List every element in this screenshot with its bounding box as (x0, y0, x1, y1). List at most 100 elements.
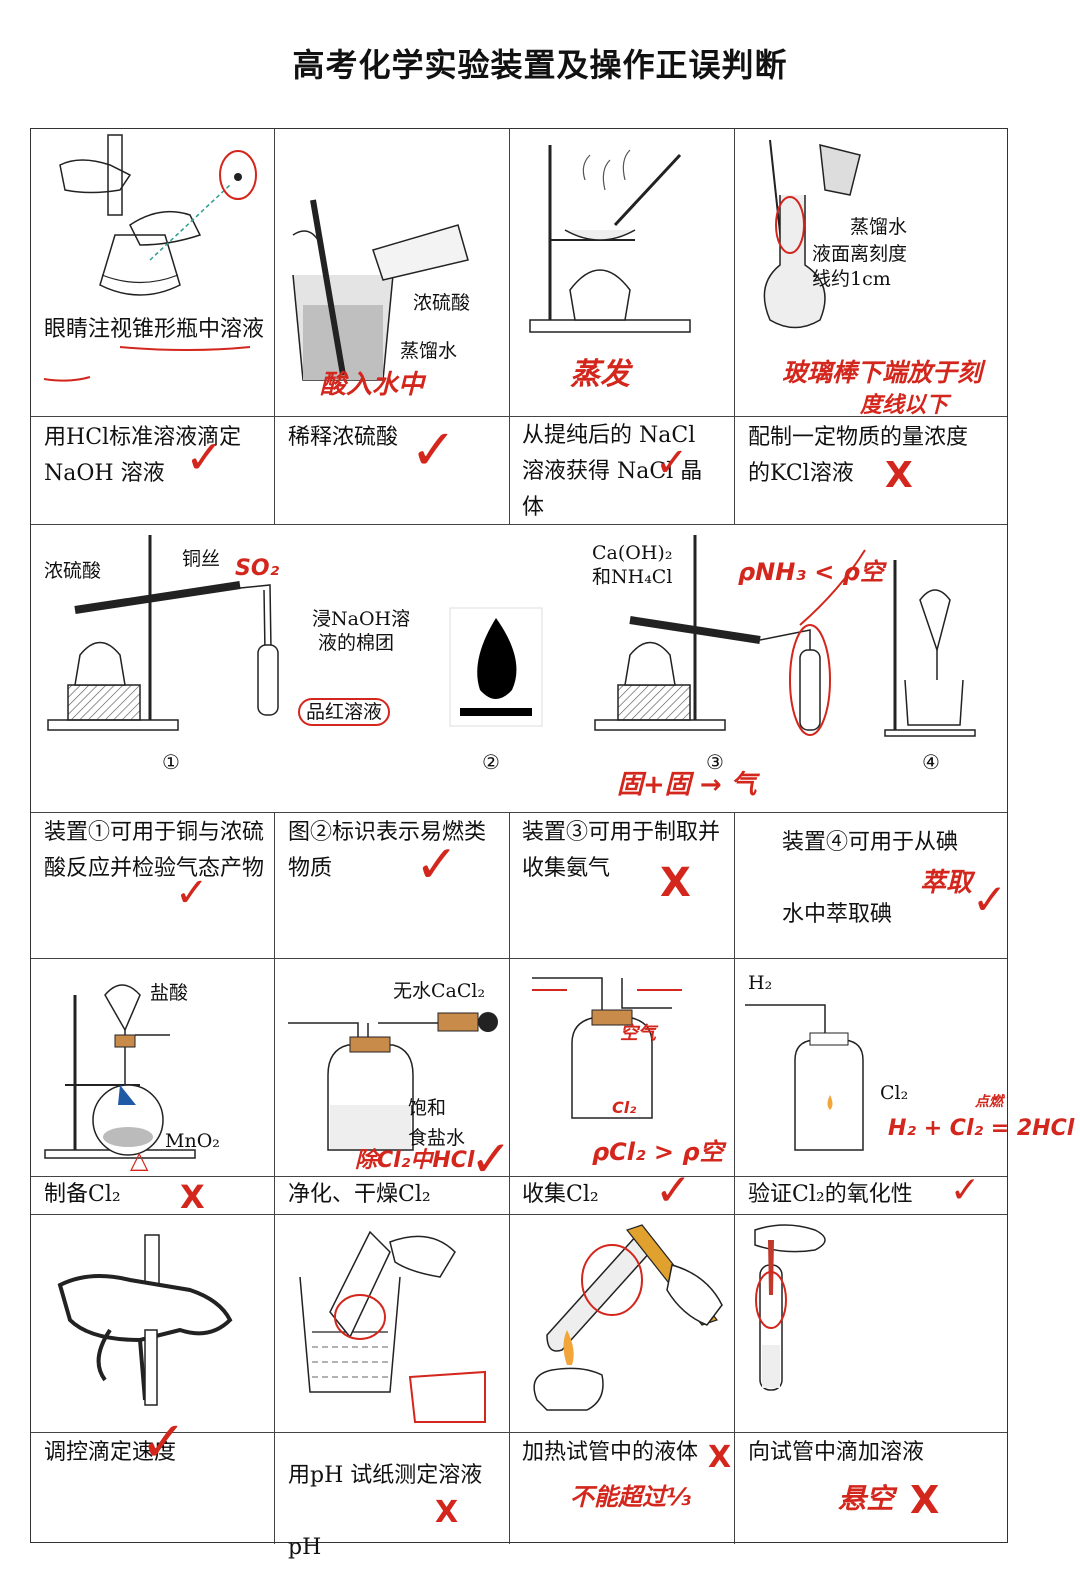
col-divider (274, 812, 275, 1544)
caption-oxidize-cl2: 验证Cl₂的氧化性 (748, 1182, 913, 1207)
caption-purify-cl2: 净化、干燥Cl₂ (288, 1182, 431, 1207)
dropper-figure (754, 1224, 826, 1391)
cl2-collect-figure (532, 977, 682, 1119)
caption-control-titration: 调控滴定速度 (44, 1440, 177, 1465)
note-not-exceed: 不能超过⅓ (570, 1483, 691, 1511)
note-glass-rod-1: 玻璃棒下端放于刻 (782, 358, 983, 387)
row-divider (31, 416, 1007, 417)
note-suspended: 悬空 (838, 1482, 895, 1515)
cl2-oxidize-figure (745, 1004, 864, 1151)
caption-prep-cl2: 制备Cl₂ (44, 1182, 121, 1207)
fig-text: 眼睛注视锥形瓶中溶液 (44, 317, 265, 342)
caption-dropper: 向试管中滴加溶液 (748, 1440, 925, 1465)
row-divider (31, 1432, 1007, 1433)
caption-flask: 配制一定物质的量浓度的KCl溶液 (748, 425, 969, 486)
label-brine-1: 饱和 (408, 1097, 447, 1119)
caption-apparatus-1: 装置①可用于铜与浓硫酸反应并检验气态产物 (44, 820, 265, 881)
check-mark: ✓ (415, 835, 459, 895)
caption-collect-cl2: 收集Cl₂ (522, 1182, 599, 1207)
caption-dilution: 稀释浓硫酸 (288, 425, 399, 450)
evaporation-figure (529, 145, 691, 333)
label-gap-2: 线约1cm (812, 268, 891, 290)
note-equation: H₂ + Cl₂ = 2HCl (888, 1116, 1075, 1141)
label-cacl2: 无水CaCl₂ (393, 980, 486, 1002)
note-so2: SO₂ (235, 556, 280, 581)
check-mark: ✓ (655, 440, 689, 486)
caption-heat-liquid: 加热试管中的液体 (522, 1440, 699, 1465)
cross-mark: X (180, 1178, 205, 1216)
ph-paper-figure (299, 1230, 486, 1423)
apparatus-row-figure (47, 535, 976, 737)
note-remove-hcl: 除Cl₂中HCl (355, 1148, 475, 1173)
volumetric-flask-figure (763, 139, 861, 329)
cross-mark: X (910, 1478, 940, 1522)
label-water: 蒸馏水 (850, 216, 908, 238)
label-naoh-1: 浸NaOH溶 (312, 608, 411, 630)
check-mark: ✓ (972, 875, 1008, 924)
note-heat: △ (130, 1146, 149, 1174)
row-divider (31, 1214, 1007, 1215)
row-divider (31, 812, 1007, 813)
heat-tube-figure (533, 1224, 723, 1411)
burette-hand-figure (57, 1234, 233, 1406)
check-mark: ✓ (410, 418, 457, 483)
label-nh4cl: 和NH₄Cl (592, 566, 673, 588)
row-divider (31, 958, 1007, 959)
cross-mark: X (708, 1440, 732, 1475)
apparatus-number: ④ (922, 750, 940, 774)
label-water: 蒸馏水 (400, 340, 458, 362)
caption-apparatus-4: 装置④可用于从碘水中萃取碘 (782, 830, 959, 927)
col-divider (509, 129, 510, 524)
label-naoh-2: 液的棉团 (318, 632, 395, 654)
check-mark: ✓ (950, 1170, 981, 1211)
label-acid: 浓硫酸 (413, 292, 471, 314)
caption-symbol-2: 图②标识表示易燃类物质 (288, 820, 487, 881)
apparatus-number: ① (162, 750, 180, 774)
apparatus-number: ② (482, 750, 500, 774)
note-air: 空气 (620, 1023, 656, 1044)
note-cl2: Cl₂ (612, 1098, 637, 1117)
col-divider (509, 812, 510, 1544)
note-acid-into-water: 酸入水中 (320, 370, 425, 400)
label-caoh2: Ca(OH)₂ (592, 542, 673, 564)
note-evaporate: 蒸发 (570, 357, 630, 392)
note-glass-rod-2: 度线以下 (860, 393, 949, 418)
dilution-figure (292, 199, 469, 381)
check-mark: ✓ (185, 430, 224, 484)
note-solid-solid: 固+固 → 气 (617, 770, 757, 800)
label-hcl: 盐酸 (150, 982, 189, 1004)
note-density-nh3: ρNH₃ < ρ空 (738, 558, 884, 586)
note-condition: 点燃 (975, 1094, 1003, 1110)
row-divider (31, 524, 1007, 525)
cl2-prep-figure (44, 984, 196, 1159)
cross-mark: X (885, 455, 913, 496)
row-divider (31, 1176, 1007, 1177)
col-divider (274, 129, 275, 524)
note-extract: 萃取 (920, 868, 973, 898)
check-mark: ✓ (470, 1130, 512, 1188)
label-h2: H₂ (748, 972, 773, 994)
check-mark: ✓ (175, 870, 209, 916)
check-mark: ✓ (655, 1165, 692, 1216)
caption-apparatus-3: 装置③可用于制取并收集氨气 (522, 820, 721, 881)
check-mark: ✓ (140, 1410, 187, 1475)
cross-mark: X (435, 1495, 459, 1530)
experiment-table (30, 128, 1008, 1544)
col-divider (734, 812, 735, 1544)
label-cl2: Cl₂ (880, 1082, 909, 1104)
apparatus-number: ③ (706, 750, 724, 774)
col-divider (734, 129, 735, 524)
label-mno2: MnO₂ (165, 1130, 220, 1152)
page-title: 高考化学实验装置及操作正误判断 (292, 46, 788, 84)
label-brine-2: 食盐水 (408, 1127, 466, 1149)
label-copper: 铜丝 (182, 548, 221, 570)
cross-mark: X (660, 860, 691, 906)
note-density-cl2: ρCl₂ > ρ空 (592, 1138, 724, 1166)
underline-annotation (43, 346, 251, 382)
label-conc-acid: 浓硫酸 (44, 560, 102, 582)
titration-figure (59, 134, 257, 296)
label-gap-1: 液面离刻度 (812, 243, 908, 265)
